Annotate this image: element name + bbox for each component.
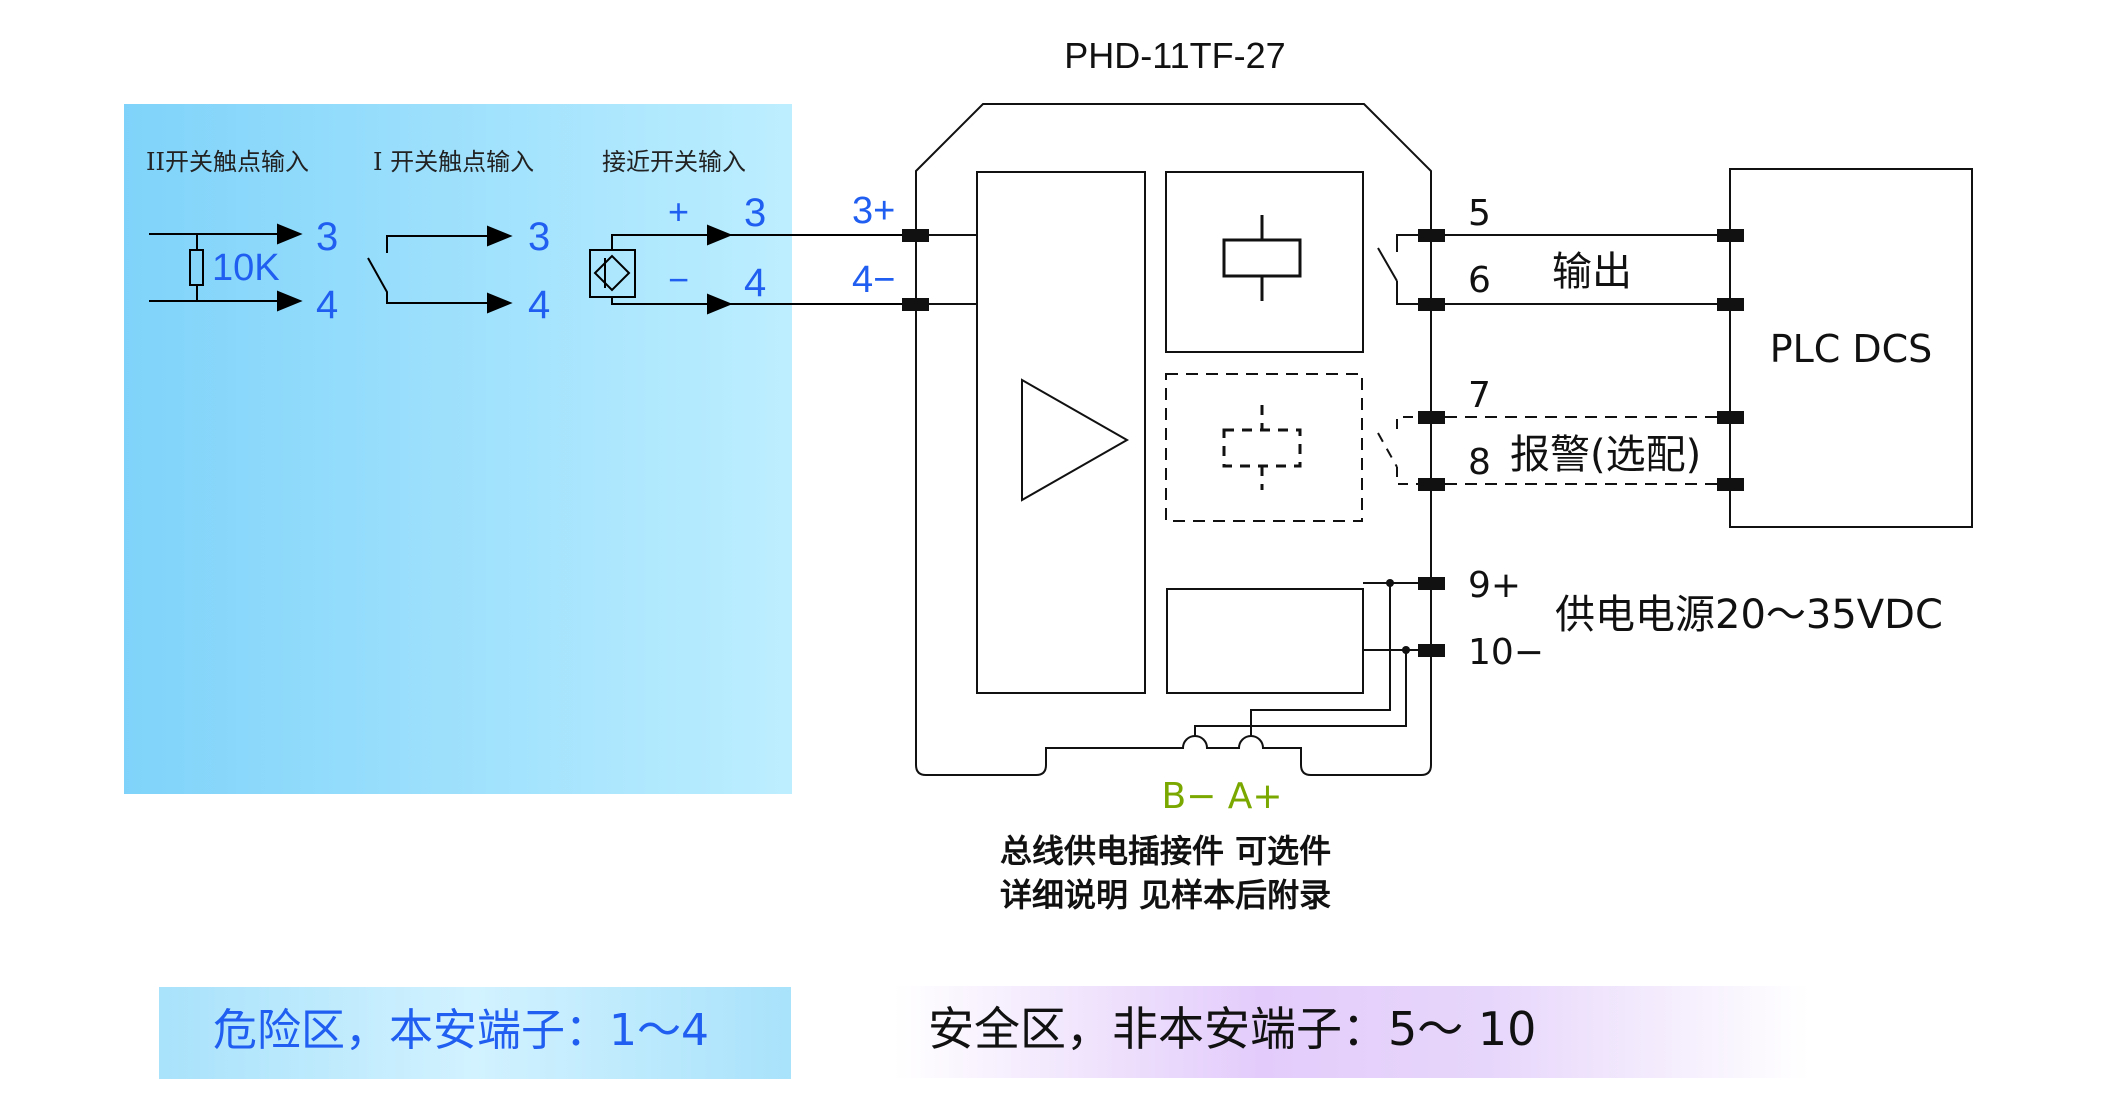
module-terminal-3plus: 3+ [852,190,895,232]
terminal-5-label: 5 [1468,193,1491,234]
power-block [1166,588,1364,694]
legend-safe-box [894,986,1809,1078]
legend-hazard-box [159,987,791,1079]
input-group-proximity [589,224,916,315]
terminal-10minus-label: 10− [1468,632,1544,673]
barrier-block [976,171,1146,694]
module-terminal-4minus: 4− [852,259,895,301]
terminal-block-3 [902,229,929,242]
terminal-8-label: 8 [1468,442,1491,483]
header-proximity: 接近开关输入 [602,148,746,176]
resistor-label: 10K [212,247,280,289]
power-supply-label: 供电电源20～35VDC [1555,592,1943,638]
terminal-6-label: 6 [1468,260,1491,301]
junction-9plus [1386,579,1394,587]
group2-terminal-3: 3 [528,215,550,259]
amplifier-icon [1021,378,1130,502]
bus-note-line2: 详细说明 见样本后附录 [1000,876,1331,914]
bus-connector-label: B− A+ [1161,776,1282,817]
output-label: 输出 [1552,249,1632,295]
relay-coil-icon [1222,238,1302,278]
alarm-label: 报警(选配) [1510,432,1701,478]
header-input-2: II开关触点输入 [146,148,309,176]
plc-terminal-blocks [1717,229,1744,491]
proximity-plus: + [668,191,689,232]
group3-terminal-4: 4 [744,261,766,305]
input-group-contact-2 [149,223,303,312]
header-input-1: I 开关触点输入 [373,148,534,176]
terminal-7-label: 7 [1468,375,1491,416]
module-title: PHD-11TF-27 [1064,35,1285,76]
module-body [915,103,1432,776]
bus-note-line1: 总线供电插接件 可选件 [1000,832,1331,870]
group2-terminal-4: 4 [528,283,550,327]
legend-hazard-text: 危险区，本安端子：1～4 [213,1005,709,1056]
alarm-relay-block [1165,373,1363,522]
hazard-area [124,104,792,794]
group1-terminal-4: 4 [316,283,338,327]
junction-10minus [1402,646,1410,654]
terminal-block-4 [902,298,929,311]
group1-terminal-3: 3 [316,215,338,259]
alarm-relay-coil-icon [1222,428,1302,468]
right-terminal-blocks [1418,229,1445,657]
plc-wiring [1445,168,1973,528]
terminal-9plus-label: 9+ [1468,565,1521,606]
legend-safe-text: 安全区，非本安端子：5～ 10 [928,1002,1536,1056]
proximity-minus: − [668,259,689,300]
plc-box [1729,168,1973,528]
input-group-contact-1 [367,225,513,314]
relay-block [1165,171,1364,353]
plc-label: PLC DCS [1770,327,1933,371]
group3-terminal-3: 3 [744,191,766,235]
